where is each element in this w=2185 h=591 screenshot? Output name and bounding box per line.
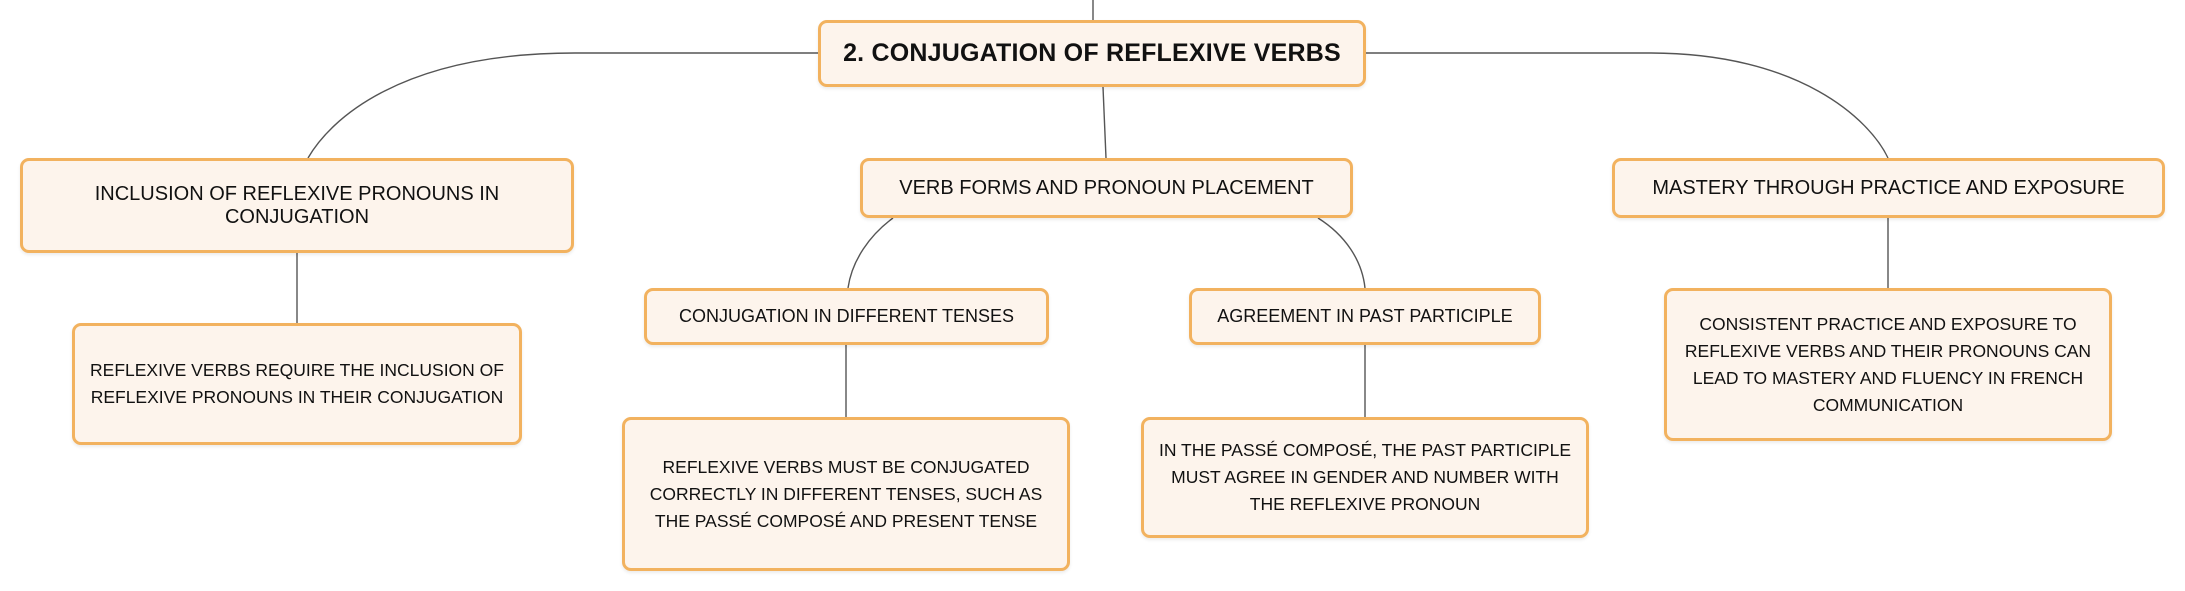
detail-agreement[interactable]: IN THE PASSÉ COMPOSÉ, THE PAST PARTICIPL… — [1141, 417, 1589, 538]
connector-root-verbforms — [1102, 86, 1107, 159]
topic-mastery-label: MASTERY THROUGH PRACTICE AND EXPOSURE — [1652, 176, 2125, 199]
root-topic-label: 2. CONJUGATION OF REFLEXIVE VERBS — [843, 39, 1341, 67]
subtopic-tenses[interactable]: CONJUGATION IN DIFFERENT TENSES — [644, 288, 1049, 345]
connector-verbforms-tenses — [847, 217, 894, 289]
connector-root-inclusion — [307, 52, 818, 159]
connector-root-mastery — [1366, 52, 1889, 159]
detail-tenses[interactable]: REFLEXIVE VERBS MUST BE CONJUGATED CORRE… — [622, 417, 1070, 571]
detail-agreement-text: IN THE PASSÉ COMPOSÉ, THE PAST PARTICIPL… — [1158, 440, 1571, 514]
detail-mastery-text: CONSISTENT PRACTICE AND EXPOSURE TO REFL… — [1684, 313, 2092, 415]
subtopic-tenses-label: CONJUGATION IN DIFFERENT TENSES — [678, 306, 1015, 326]
topic-verb-forms-label: VERB FORMS AND PRONOUN PLACEMENT — [899, 176, 1314, 199]
topic-mastery[interactable]: MASTERY THROUGH PRACTICE AND EXPOSURE — [1612, 158, 2165, 218]
topic-verb-forms[interactable]: VERB FORMS AND PRONOUN PLACEMENT — [860, 158, 1353, 218]
detail-mastery[interactable]: CONSISTENT PRACTICE AND EXPOSURE TO REFL… — [1664, 288, 2112, 441]
detail-inclusion-text: REFLEXIVE VERBS REQUIRE THE INCLUSION OF… — [90, 360, 504, 407]
detail-inclusion[interactable]: REFLEXIVE VERBS REQUIRE THE INCLUSION OF… — [72, 323, 522, 445]
topic-inclusion[interactable]: INCLUSION OF REFLEXIVE PRONOUNS IN CONJU… — [20, 158, 574, 253]
topic-inclusion-label: INCLUSION OF REFLEXIVE PRONOUNS IN CONJU… — [94, 182, 500, 228]
root-topic[interactable]: 2. CONJUGATION OF REFLEXIVE VERBS — [818, 20, 1366, 87]
detail-tenses-text: REFLEXIVE VERBS MUST BE CONJUGATED CORRE… — [649, 456, 1043, 531]
subtopic-agreement[interactable]: AGREEMENT IN PAST PARTICIPLE — [1189, 288, 1541, 345]
subtopic-agreement-label: AGREEMENT IN PAST PARTICIPLE — [1217, 306, 1513, 326]
connector-verbforms-agreement — [1317, 217, 1366, 289]
